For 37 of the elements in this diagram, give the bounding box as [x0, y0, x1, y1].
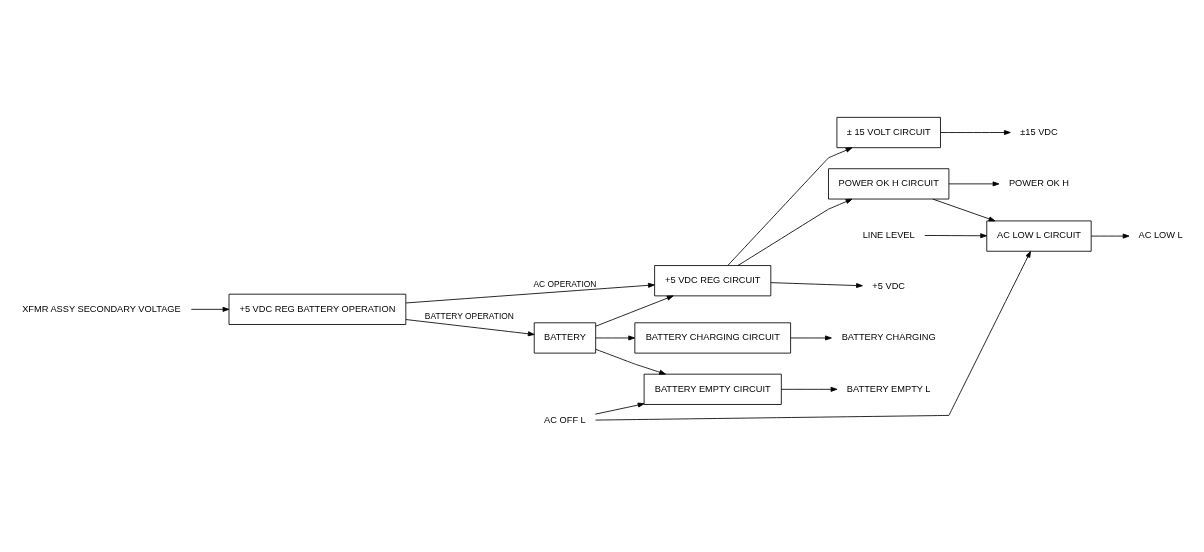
arrow: [595, 348, 666, 375]
node-box: POWER OK H CIRCUIT: [828, 167, 950, 199]
edge-label: BATTERY OPERATION: [424, 310, 514, 321]
edge-label: AC OPERATION: [533, 278, 597, 289]
node-text: ±15 VDC: [1020, 126, 1058, 137]
node-box: ± 15 VOLT CIRCUIT: [836, 116, 941, 148]
node-text: BATTERY CHARGING: [841, 331, 936, 342]
node-text: +5 VDC: [872, 280, 906, 291]
arrow: [932, 198, 996, 221]
arrow: [594, 402, 645, 415]
arrow: [405, 318, 535, 336]
node-box: AC LOW L CIRCUIT: [986, 220, 1092, 252]
node-text: BATTERY EMPTY L: [846, 383, 931, 394]
arrow: [1091, 233, 1130, 239]
node-text: XFMR ASSY SECONDARY VOLTAGE: [22, 303, 181, 314]
arrow: [405, 282, 655, 303]
node-box: BATTERY CHARGING CIRCUIT: [634, 321, 791, 354]
node-box: +5 VDC REG CIRCUIT: [654, 264, 772, 296]
arrow: [948, 180, 1000, 186]
arrow: [790, 334, 832, 340]
node-text: AC LOW L: [1138, 229, 1183, 240]
node-text: LINE LEVEL: [862, 229, 915, 240]
arrow: [770, 281, 863, 288]
arrow: [781, 386, 838, 392]
node-box: BATTERY EMPTY CIRCUIT: [643, 373, 782, 405]
node-box: BATTERY: [533, 321, 597, 354]
node-box: +5 VDC REG BATTERY OPERATION: [228, 293, 407, 325]
arrow: [595, 334, 636, 340]
arrow: [737, 198, 853, 266]
arrow: [595, 250, 1031, 420]
arrow: [727, 146, 853, 266]
arrow: [190, 306, 230, 312]
arrow: [924, 232, 987, 238]
arrow: [595, 294, 674, 327]
node-text: POWER OK H: [1008, 177, 1070, 188]
node-text: AC OFF L: [544, 414, 586, 425]
arrow: [940, 129, 1011, 135]
